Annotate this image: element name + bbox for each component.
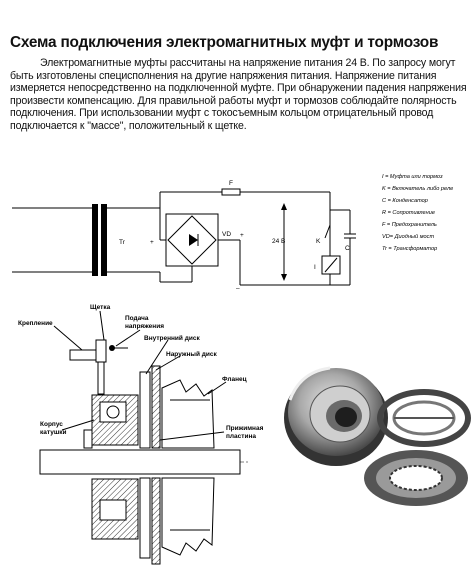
voltage-label: 24 В — [272, 238, 285, 245]
capacitor-label: C — [345, 245, 350, 252]
transformer: Tr + — [92, 204, 160, 276]
outer-disc-label: Наружный диск — [166, 350, 218, 358]
circuit-legend: I = Муфта или тормоз K = Включатель либо… — [382, 174, 453, 252]
clutch-section-drawing: Щетка Крепление Подача напряжения Внутре… — [18, 304, 264, 565]
brush-label: Щетка — [90, 304, 111, 311]
plus-sign-right: + — [240, 232, 244, 239]
supply-label-1: Подача — [125, 315, 149, 322]
circuit-diagram: Tr + F VD + — [12, 174, 453, 292]
legend-item: C = Конденсатор — [382, 198, 428, 204]
capacitor: C — [330, 209, 356, 285]
legend-item: I = Муфта или тормоз — [382, 174, 443, 180]
minus-sign: – — [236, 285, 240, 292]
diode-bridge: VD — [159, 208, 231, 283]
fuse-label: F — [229, 180, 233, 187]
fuse: F — [221, 180, 241, 196]
legend-item: K = Включатель либо реле — [382, 186, 453, 192]
page-title: Схема подключения электромагнитных муфт … — [10, 34, 439, 51]
inner-disc-label: Внутренний диск — [144, 334, 200, 342]
relay-switch: K — [316, 224, 331, 245]
supply-label-2: напряжения — [125, 323, 164, 330]
legend-item: R = Сопротивление — [382, 210, 435, 216]
plate-label-1: Прижимная — [226, 425, 264, 432]
legend-item: Tr = Трансформатор — [382, 246, 437, 252]
plate-label-2: пластина — [226, 433, 256, 440]
coil-label: I — [314, 264, 316, 271]
plus-sign-left: + — [150, 239, 154, 246]
housing-label-1: Корпус — [40, 421, 63, 428]
clutch-photo — [284, 366, 471, 506]
housing-label-2: катушки — [40, 429, 67, 436]
voltage-arrow: 24 В — [272, 203, 287, 281]
flange-label: Фланец — [222, 376, 247, 383]
intro-paragraph: Электромагнитные муфты рассчитаны на нап… — [10, 57, 467, 132]
legend-item: F = Предохранитель — [382, 222, 437, 228]
body-text: Электромагнитные муфты рассчитаны на нап… — [10, 57, 472, 133]
diode-label: VD — [222, 231, 231, 238]
coil: I — [314, 255, 341, 275]
legend-item: VD= Диодный мост — [382, 233, 434, 240]
relay-label: K — [316, 238, 321, 245]
mount-label: Крепление — [18, 320, 53, 327]
transformer-label: Tr — [119, 239, 126, 246]
